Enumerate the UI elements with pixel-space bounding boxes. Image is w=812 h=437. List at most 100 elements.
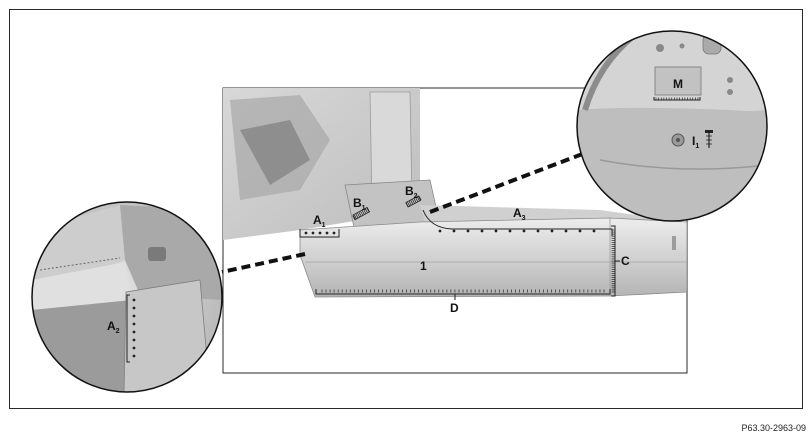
seam-c-hatch <box>611 229 615 293</box>
label-part-1: 1 <box>420 259 427 273</box>
detail-circle-right: M I1 <box>576 30 768 222</box>
seam-b1-outline <box>352 206 371 220</box>
spot-weld-dot <box>452 229 456 233</box>
detail-right-hole-3 <box>727 77 733 83</box>
weld-seam-hatch <box>358 212 362 217</box>
weld-seam-hatch <box>361 210 365 216</box>
detail-right-crease <box>599 159 767 170</box>
spot-weld-dot <box>332 231 336 235</box>
detail-left-sill-top <box>32 262 132 310</box>
spot-weld-dot <box>132 306 136 310</box>
detail-right-rim <box>576 30 768 222</box>
weld-seam-hatch <box>410 200 414 205</box>
weld-seam-hatch <box>354 214 358 220</box>
label-a3: A3 <box>513 206 526 222</box>
spot-weld-dot <box>564 229 568 233</box>
detail-leader-left <box>221 252 306 274</box>
spot-weld-dots-a3 <box>438 229 596 233</box>
detail-right-lower-panel <box>577 107 767 221</box>
inner-recess <box>240 120 310 185</box>
weld-seam-hatch <box>405 202 409 208</box>
bracket-a3 <box>422 209 613 236</box>
weld-seam-hatch <box>408 200 412 206</box>
seam-b2-hatch <box>405 195 422 208</box>
spot-weld-dot <box>132 314 136 318</box>
label-a1: A1 <box>313 213 326 229</box>
bracket-a1 <box>299 229 340 238</box>
weld-group-a3 <box>422 209 613 236</box>
spot-weld-dot <box>466 229 470 233</box>
spot-weld-dot <box>132 354 136 358</box>
screw-icon <box>705 130 713 148</box>
detail-left-hole <box>148 247 166 261</box>
weld-group-a1 <box>299 229 340 238</box>
detail-left-flange-dots <box>39 257 121 271</box>
detail-right-bracket <box>654 66 702 96</box>
spot-weld-dot <box>304 231 308 235</box>
seam-m-hatch <box>655 97 699 101</box>
detail-right-hole-1 <box>656 44 664 52</box>
weld-seam-hatch <box>366 207 370 213</box>
spot-weld-dot <box>132 346 136 350</box>
weld-seam-hatch <box>418 195 422 201</box>
weld-seam-c <box>611 225 620 297</box>
spot-weld-dot <box>311 231 315 235</box>
spot-weld-dot <box>132 322 136 326</box>
weld-seam-hatch <box>355 213 359 219</box>
seam-d-hatch <box>321 289 605 293</box>
weld-seam-hatch <box>352 215 356 221</box>
spot-weld-dot <box>550 229 554 233</box>
weld-seam-b1 <box>352 206 371 221</box>
weld-seam-hatch <box>413 198 417 203</box>
detail-left-end-plate <box>123 279 211 392</box>
spot-weld-dot <box>318 231 322 235</box>
spot-weld-dot <box>438 229 442 233</box>
weld-seam-hatch <box>357 212 361 218</box>
weld-seam-b2 <box>405 195 422 208</box>
spot-weld-dot <box>592 229 596 233</box>
bracket-a2 <box>126 294 130 363</box>
bracket-d <box>315 289 611 295</box>
figure-reference-code: P63.30-2963-09 <box>741 423 806 433</box>
spot-weld-dot <box>522 229 526 233</box>
label-m: M <box>673 77 683 91</box>
spot-weld-dots-a2 <box>132 298 136 358</box>
spot-weld-dot <box>480 229 484 233</box>
detail-left-rim <box>31 201 223 393</box>
label-b2: B2 <box>405 184 418 200</box>
seam-b1-hatch <box>352 207 370 221</box>
spot-weld-dot <box>508 229 512 233</box>
label-d: D <box>450 301 459 315</box>
detail-circle-left: A2 <box>31 201 223 393</box>
detail-right-bolt-center <box>676 138 680 142</box>
spot-weld-dot <box>132 330 136 334</box>
detail-right-hole-4 <box>727 89 733 95</box>
spot-weld-dot <box>132 338 136 342</box>
label-a2: A2 <box>107 319 120 335</box>
label-c: C <box>621 254 630 268</box>
sill-slot <box>672 236 676 250</box>
spot-weld-dot <box>132 298 136 302</box>
spot-weld-dots-a1 <box>304 231 336 235</box>
main-view: A1 B1 B2 A3 C D 1 <box>222 87 688 374</box>
weld-seam-hatch <box>407 201 411 207</box>
weld-seam-hatch <box>364 208 368 214</box>
label-i1: I1 <box>692 134 699 150</box>
weld-seam-d <box>315 289 611 300</box>
weld-seam-hatch <box>416 196 420 202</box>
weld-seam-hatch <box>412 199 415 204</box>
detail-left-sill-face <box>32 300 132 392</box>
spot-weld-dot <box>325 231 329 235</box>
weld-seam-hatch <box>360 211 364 216</box>
label-b1: B1 <box>353 196 366 212</box>
detail-right-hole-2 <box>679 43 685 49</box>
spot-weld-dot <box>578 229 582 233</box>
side-sill-panel <box>299 217 687 298</box>
weld-seam-hatch <box>363 209 367 215</box>
spot-weld-dot <box>536 229 540 233</box>
spot-weld-dot <box>494 229 498 233</box>
weld-seam-hatch <box>415 197 419 203</box>
figure-border <box>9 9 803 409</box>
